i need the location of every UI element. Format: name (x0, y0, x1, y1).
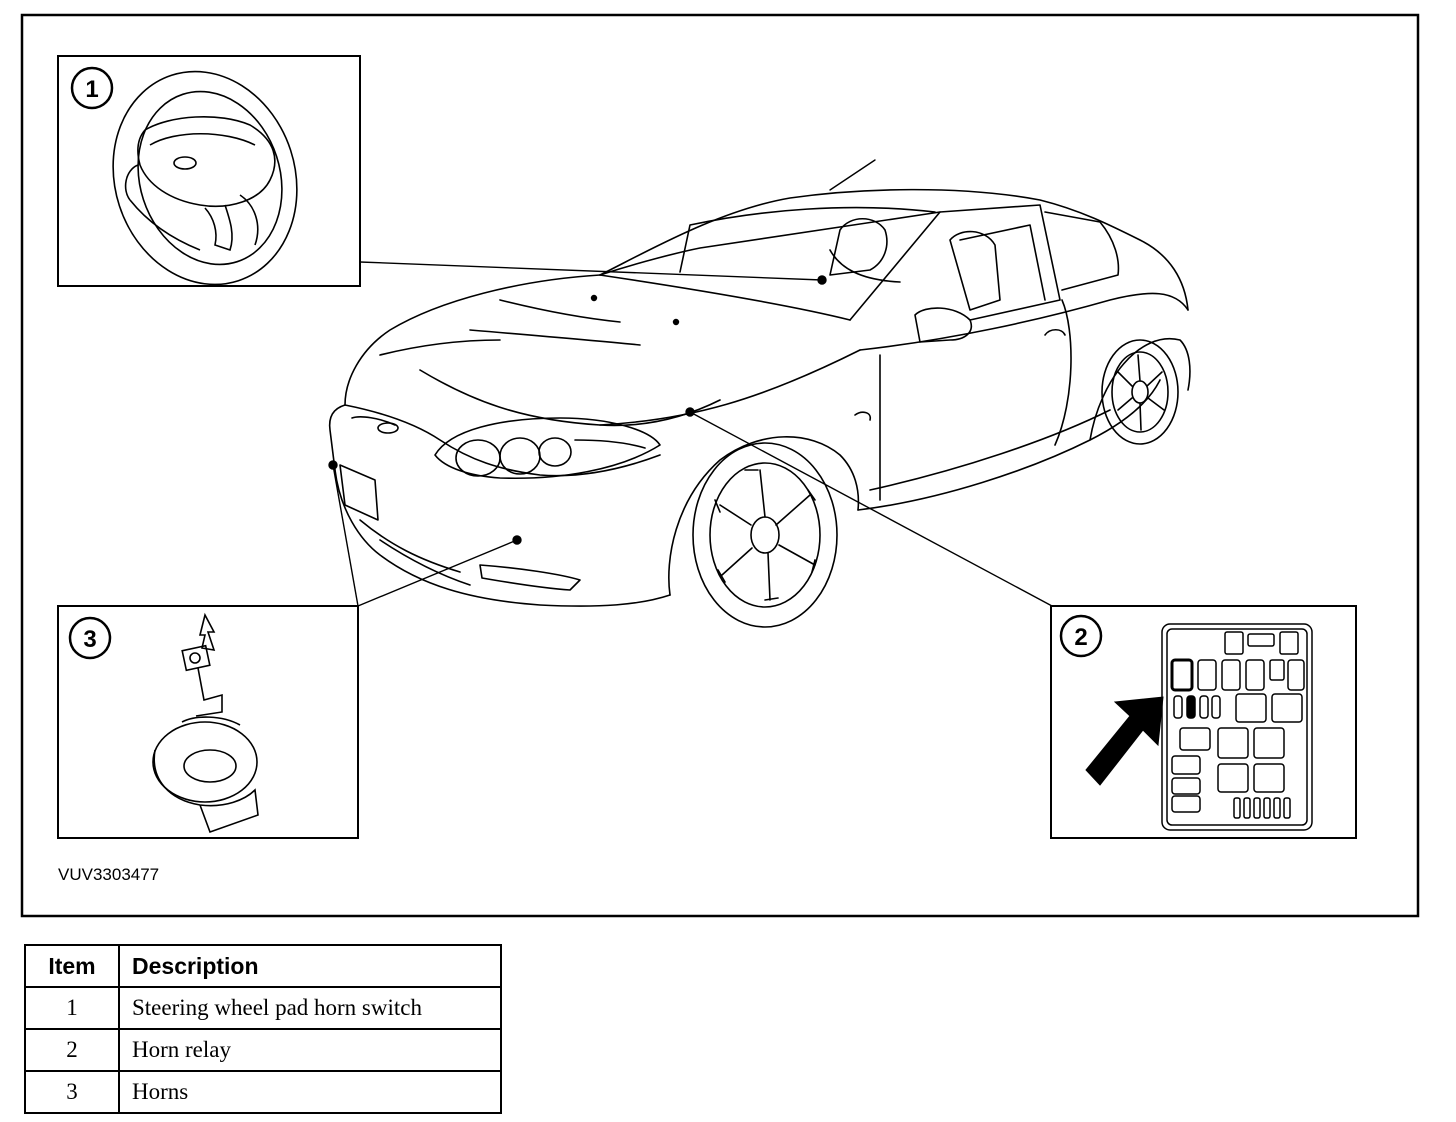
legend-header-row: Item Description (24, 944, 502, 988)
item-number: 3 (24, 1070, 120, 1114)
inset-1-steering-wheel: 1 (57, 55, 361, 287)
header-description: Description (118, 944, 502, 988)
table-row: 2 Horn relay (24, 1028, 502, 1072)
callout-1-label: 1 (85, 76, 98, 103)
callout-2-label: 2 (1074, 624, 1087, 651)
component-location-diagram: 1 3 2 (20, 13, 1420, 918)
legend-table: Item Description 1 Steering wheel pad ho… (24, 944, 502, 1114)
leader-line-2 (689, 411, 1053, 607)
steering-wheel-icon (112, 70, 298, 286)
leader-line-3a (357, 539, 518, 607)
leader-dot-1 (817, 275, 827, 285)
callout-3-label: 3 (83, 626, 96, 653)
item-description: Steering wheel pad horn switch (118, 986, 502, 1030)
leader-dot-2 (685, 407, 695, 417)
leader-line-1 (359, 261, 823, 281)
leader-dot-3a (512, 535, 522, 545)
leader-line-3b (332, 464, 359, 607)
figure-code: VUV3303477 (58, 865, 159, 884)
header-item: Item (24, 944, 120, 988)
horn-icon (152, 612, 259, 834)
item-number: 1 (24, 986, 120, 1030)
leader-lines (328, 261, 1053, 607)
car-illustration (328, 159, 1191, 628)
pointer-arrow-icon (1085, 696, 1164, 786)
inset-3-horn: 3 (57, 605, 359, 839)
item-description: Horns (118, 1070, 502, 1114)
leader-dot-3b (328, 460, 338, 470)
table-row: 1 Steering wheel pad horn switch (24, 986, 502, 1030)
table-row: 3 Horns (24, 1070, 502, 1114)
item-description: Horn relay (118, 1028, 502, 1072)
inset-2-relay-box: 2 (1050, 605, 1357, 839)
figure-frame (20, 13, 1420, 918)
relay-box-icon (1161, 623, 1313, 831)
item-number: 2 (24, 1028, 120, 1072)
